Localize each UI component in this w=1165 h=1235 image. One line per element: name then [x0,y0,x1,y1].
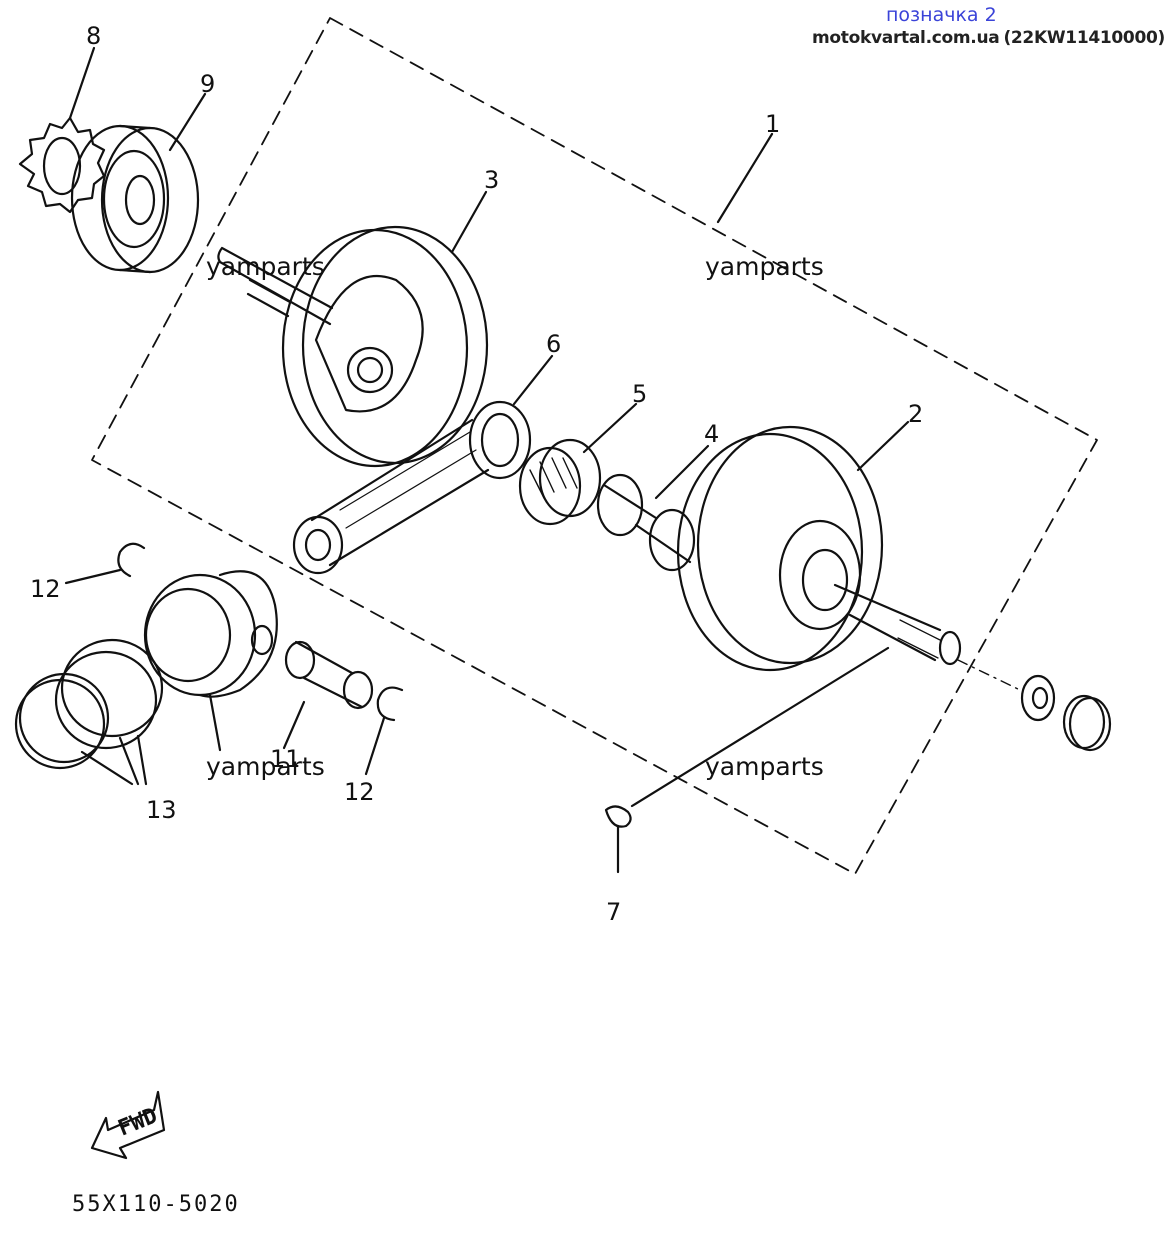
leader-12-left [64,568,122,585]
leader-13b [118,736,140,786]
callout-5: 5 [632,380,648,408]
leader-10 [208,693,222,752]
callout-3: 3 [484,166,500,194]
callout-1: 1 [765,110,781,138]
leader-11 [282,700,306,750]
callout-12-right: 12 [344,778,375,806]
callout-7: 7 [606,898,622,926]
leader-1 [716,132,774,224]
needle-bearing-part [518,438,602,526]
watermark-bottom-left: yamparts [206,752,325,781]
callout-6: 6 [546,330,562,358]
part-code: (22KW11410000) [1003,28,1165,48]
callout-8: 8 [86,22,102,50]
piston-rings-part [14,638,164,770]
leader-9 [168,92,207,152]
watermark-top-right: yamparts [705,252,824,281]
leader-3 [450,190,488,254]
circlip-right-part [376,686,404,722]
connecting-rod-part [292,400,532,575]
crank-washer-part [1020,674,1056,722]
leader-13a [80,750,134,786]
crank-pin-part [596,473,696,572]
crank-half-left-part [217,225,489,468]
callout-13: 13 [146,796,177,824]
callout-11: 11 [270,745,301,773]
leader-8 [68,46,96,120]
fwd-arrow-icon [90,1090,166,1160]
woodruff-key-part [604,805,632,828]
leader-6 [512,354,554,406]
ball-bearing-part [70,124,200,274]
watermark-bottom-right: yamparts [705,752,824,781]
crankshaft-assembly-boundary [91,17,1098,875]
callout-4: 4 [704,420,720,448]
piston-pin-part [284,640,374,710]
callout-9: 9 [200,70,216,98]
sprocket-part [18,116,106,214]
exploded-parts-diagram: позначка 2 motokvartal.com.ua(22KW114100… [14,4,1165,1217]
leader-12-right [364,716,386,776]
leader-5 [582,402,638,454]
leader-4 [654,444,710,500]
callout-2: 2 [908,400,924,428]
leader-13c [136,734,148,786]
diagram-artwork [14,17,1112,1160]
leader-7 [630,646,890,808]
site-name: motokvartal.com.ua [812,28,1000,48]
crank-nut-part [1062,694,1112,752]
circlip-left-part [117,542,146,578]
watermark-top-left: yamparts [206,252,325,281]
site-caption: motokvartal.com.ua(22KW11410000) [808,28,1165,48]
callout-12-left: 12 [30,575,61,603]
leader-2 [856,420,910,472]
mark-label: позначка 2 [886,4,997,26]
piston-part [143,570,278,698]
diagram-code: 55X110-5020 [72,1192,240,1217]
crank-half-right-part [676,425,962,672]
